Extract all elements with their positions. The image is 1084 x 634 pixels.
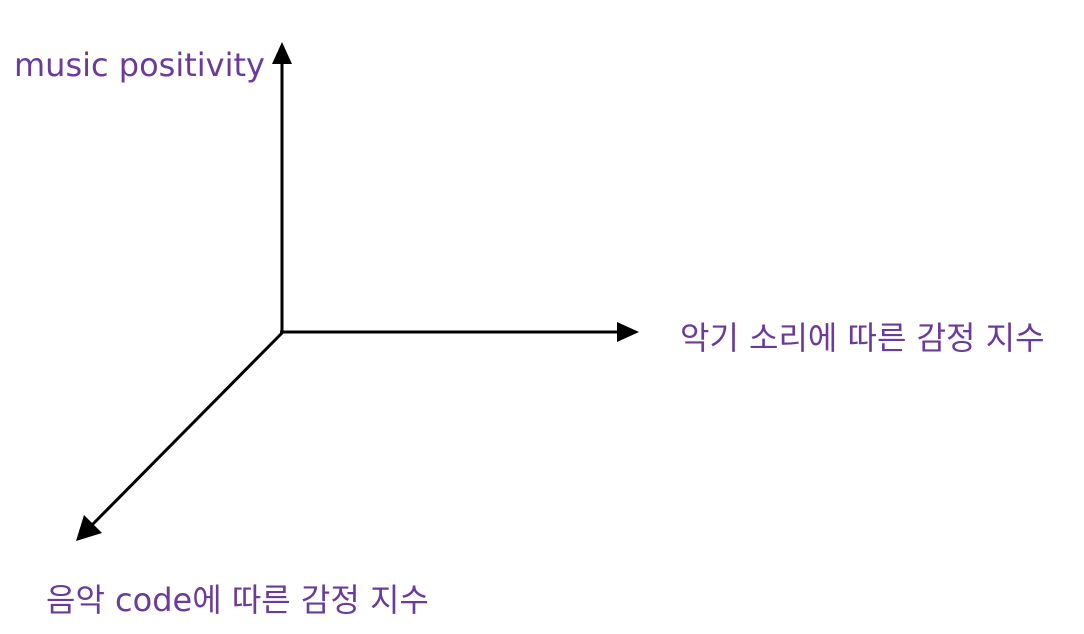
vertical-axis-arrowhead: [272, 42, 292, 64]
vertical-axis-label: music positivity: [14, 46, 265, 84]
diagonal-axis-arrowhead: [76, 515, 102, 541]
diagonal-axis-label: 음악 code에 따른 감정 지수: [46, 581, 429, 619]
horizontal-axis-label: 악기 소리에 따른 감정 지수: [680, 319, 1045, 357]
diagonal-axis-line: [88, 330, 285, 529]
horizontal-axis-arrowhead: [617, 322, 639, 342]
